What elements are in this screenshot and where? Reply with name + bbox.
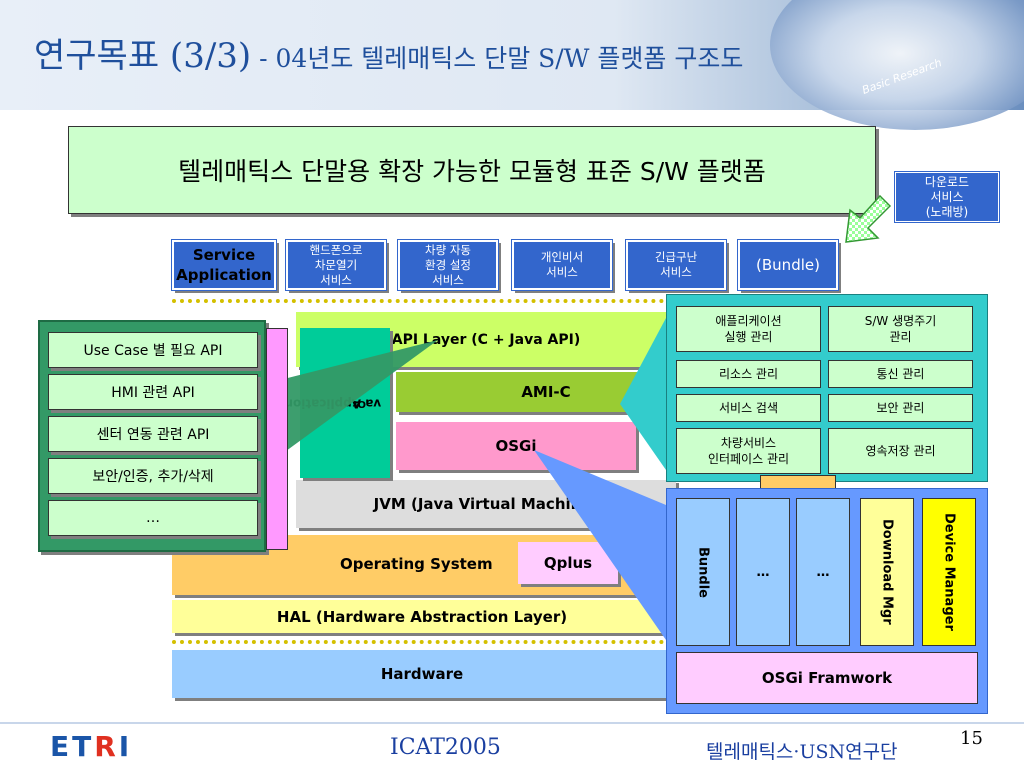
service-line2: 서비스	[546, 265, 578, 279]
api-item-center: 센터 연동 관련 API	[48, 416, 258, 452]
dotted-separator-bottom	[172, 640, 672, 644]
dotted-separator-top	[172, 299, 672, 303]
func-line2: 관리	[889, 330, 912, 344]
service-vehicle-env: 차량 자동 환경 설정 서비스	[397, 239, 499, 291]
func-persistent-storage: 영속저장 관리	[828, 428, 973, 474]
api-panel-edge	[266, 328, 288, 550]
func-line1: 애플리케이션	[715, 314, 782, 328]
footer-divider	[0, 722, 1024, 724]
etri-logo: ETRI	[50, 730, 132, 763]
service-line2: 차문열기	[314, 257, 358, 272]
func-resource: 리소스 관리	[676, 360, 821, 388]
download-line2: 서비스	[930, 189, 964, 204]
title-main: 연구목표 (3/3)	[34, 36, 252, 76]
service-line1: 핸드폰으로	[309, 242, 363, 257]
hal-layer: HAL (Hardware Abstraction Layer)	[172, 600, 672, 633]
bundle-label: Bundle	[695, 546, 711, 598]
api-item-hmi: HMI 관련 API	[48, 374, 258, 410]
conference-name: ICAT2005	[390, 735, 501, 760]
page-number: 15	[960, 728, 983, 749]
platform-banner: 텔레매틱스 단말용 확장 가능한 모듈형 표준 S/W 플랫폼	[68, 126, 876, 214]
device-manager-box: Device Manager	[922, 498, 976, 646]
ami-callout-wedge	[620, 318, 666, 470]
download-line3: (노래방)	[925, 204, 969, 219]
download-mgr-box: Download Mgr	[860, 498, 914, 646]
osgi-callout-wedge	[534, 450, 666, 640]
download-service-box: 다운로드 서비스 (노래방)	[894, 171, 1000, 223]
func-line2: 실행 관리	[724, 330, 773, 344]
func-line2: 인터페이스 관리	[707, 452, 790, 466]
logo-part-r: R	[94, 730, 119, 763]
service-emergency: 긴급구난 서비스	[625, 239, 727, 291]
slide-title: 연구목표 (3/3) - 04년도 텔레매틱스 단말 S/W 플랫폼 구조도	[34, 28, 743, 77]
service-line1: Service	[192, 246, 256, 264]
service-line2: Application	[176, 266, 272, 284]
service-personal-assistant: 개인비서 서비스	[511, 239, 613, 291]
title-sub: - 04년도 텔레매틱스 단말 S/W 플랫폼 구조도	[251, 44, 744, 73]
osgi-framework-box: OSGi Framwork	[676, 652, 978, 704]
api-callout-wedge	[260, 340, 438, 470]
download-line1: 다운로드	[924, 174, 970, 189]
qplus-box: Qplus	[518, 542, 618, 584]
operating-system-label: Operating System	[340, 555, 493, 573]
bundle-ellipsis-2: …	[796, 498, 850, 646]
bundle-box: Bundle	[676, 498, 730, 646]
hardware-layer: Hardware	[172, 650, 672, 698]
api-item-use-case: Use Case 별 필요 API	[48, 332, 258, 368]
api-item-security: 보안/인증, 추가/삭제	[48, 458, 258, 494]
api-item-more: …	[48, 500, 258, 536]
download-mgr-label: Download Mgr	[879, 519, 895, 625]
service-line2: 환경 설정	[425, 257, 471, 272]
logo-part-right: I	[118, 730, 133, 763]
service-line1: 개인비서	[540, 250, 584, 264]
func-line1: 차량서비스	[720, 436, 777, 450]
service-line1: 긴급구난	[654, 250, 698, 264]
service-line3: 서비스	[432, 272, 464, 287]
service-line3: 서비스	[320, 272, 352, 287]
func-service-search: 서비스 검색	[676, 394, 821, 422]
service-bundle: (Bundle)	[737, 239, 839, 291]
func-line1: S/W 생명주기	[864, 314, 937, 328]
service-application-box: Service Application	[171, 239, 277, 291]
organization-name: 텔레매틱스·USN연구단	[706, 741, 898, 763]
service-line2: 서비스	[660, 265, 692, 279]
osgi-layer: OSGi	[396, 422, 636, 470]
device-manager-label: Device Manager	[941, 513, 957, 631]
service-door-open: 핸드폰으로 차문열기 서비스	[285, 239, 387, 291]
func-security: 보안 관리	[828, 394, 973, 422]
func-comm: 통신 관리	[828, 360, 973, 388]
service-line1: 차량 자동	[425, 242, 471, 257]
service-line1: (Bundle)	[756, 255, 820, 274]
bundle-ellipsis-1: …	[736, 498, 790, 646]
logo-part-left: ET	[50, 730, 95, 763]
